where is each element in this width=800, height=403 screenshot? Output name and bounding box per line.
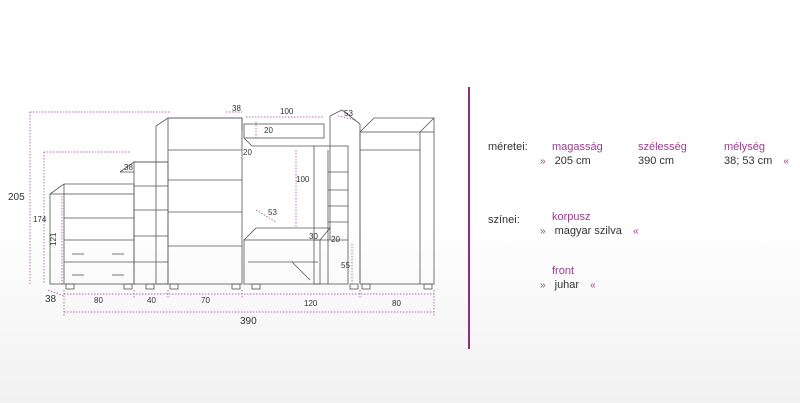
label-shelf-width: 30 [309, 232, 318, 241]
szelesseg-value: 390 cm [638, 155, 675, 167]
tv-unit-body [243, 239, 321, 285]
magassag-heading: magasság [552, 141, 603, 153]
furniture-outline [49, 109, 435, 290]
dresser-body [49, 193, 135, 285]
label-top-width: 100 [280, 107, 294, 116]
foot [65, 283, 75, 290]
foot [145, 283, 155, 290]
tall-bookcase-body [167, 117, 243, 285]
wardrobe-top [359, 117, 435, 133]
open-mark: » [540, 280, 546, 291]
label-tv-height: 55 [341, 261, 350, 270]
front-heading: front [552, 265, 575, 277]
label-left-height: 174 [33, 215, 47, 224]
corner-panel [329, 109, 361, 284]
label-top-height: 20 [264, 126, 273, 135]
label-width-c: 70 [201, 296, 210, 305]
melyseg-value: 38; 53 cm [724, 155, 773, 167]
label-top-inner: 20 [243, 148, 252, 157]
bridge-shelf-depth [243, 137, 253, 147]
korpusz-value-row: » magyar szilva « [540, 225, 639, 237]
label-tall-depth: 38 [232, 104, 241, 113]
foot [123, 283, 133, 290]
open-mark: » [540, 156, 546, 167]
label-depth-left: 38 [45, 294, 57, 305]
label-shelf-gap: 20 [331, 235, 340, 244]
foot [361, 283, 371, 290]
label-width-e: 80 [392, 299, 401, 308]
melyseg-heading: mélység [724, 141, 765, 153]
foot [423, 283, 433, 290]
dim-line-corner-depth [337, 115, 357, 121]
open-mark: » [540, 226, 546, 237]
dim-line-desk-depth [255, 209, 277, 223]
korpusz-heading: korpusz [552, 211, 591, 223]
label-drawer-height: 121 [49, 232, 58, 246]
label-width-a: 80 [94, 296, 103, 305]
tv-unit-top [243, 227, 331, 241]
label-shelf-depth: 38 [124, 163, 133, 172]
label-corner-depth: 53 [344, 109, 353, 118]
close-mark: « [783, 156, 789, 167]
label-width-d: 120 [304, 299, 318, 308]
foot [231, 283, 241, 290]
vertical-divider [468, 87, 470, 349]
label-desk-depth: 53 [268, 208, 277, 217]
foot [251, 283, 261, 290]
close-mark: « [632, 226, 639, 237]
narrow-shelf-body [133, 161, 169, 285]
front-value-row: » juhar « [540, 279, 596, 291]
bridge-shelf [243, 123, 325, 139]
tall-bookcase-top [155, 117, 243, 130]
wardrobe-body [359, 131, 435, 285]
magassag-value: 205 cm [554, 155, 591, 167]
label-side-height: 100 [296, 175, 310, 184]
front-value: juhar [554, 279, 580, 291]
close-mark: « [590, 280, 596, 291]
label-width-b: 40 [147, 296, 156, 305]
korpusz-value: magyar szilva [554, 225, 622, 237]
meretei-label: méretei: [488, 141, 528, 153]
foot [169, 283, 179, 290]
narrow-shelf-top [119, 161, 168, 173]
dresser-top [49, 183, 135, 195]
vertical-shelf-body [313, 145, 349, 285]
wardrobe-top-edge [419, 117, 435, 133]
szinei-label: színei: [488, 214, 520, 226]
label-total-height: 205 [8, 192, 25, 203]
szelesseg-value-row: 390 cm [638, 155, 674, 167]
foot [349, 283, 359, 290]
tv-unit-edge [291, 261, 311, 281]
magassag-value-row: » 205 cm [540, 155, 591, 167]
label-total-width: 390 [240, 316, 257, 327]
melyseg-value-row: 38; 53 cm « [724, 155, 789, 167]
szelesseg-heading: szélesség [638, 141, 687, 153]
dimension-lines [29, 111, 435, 316]
